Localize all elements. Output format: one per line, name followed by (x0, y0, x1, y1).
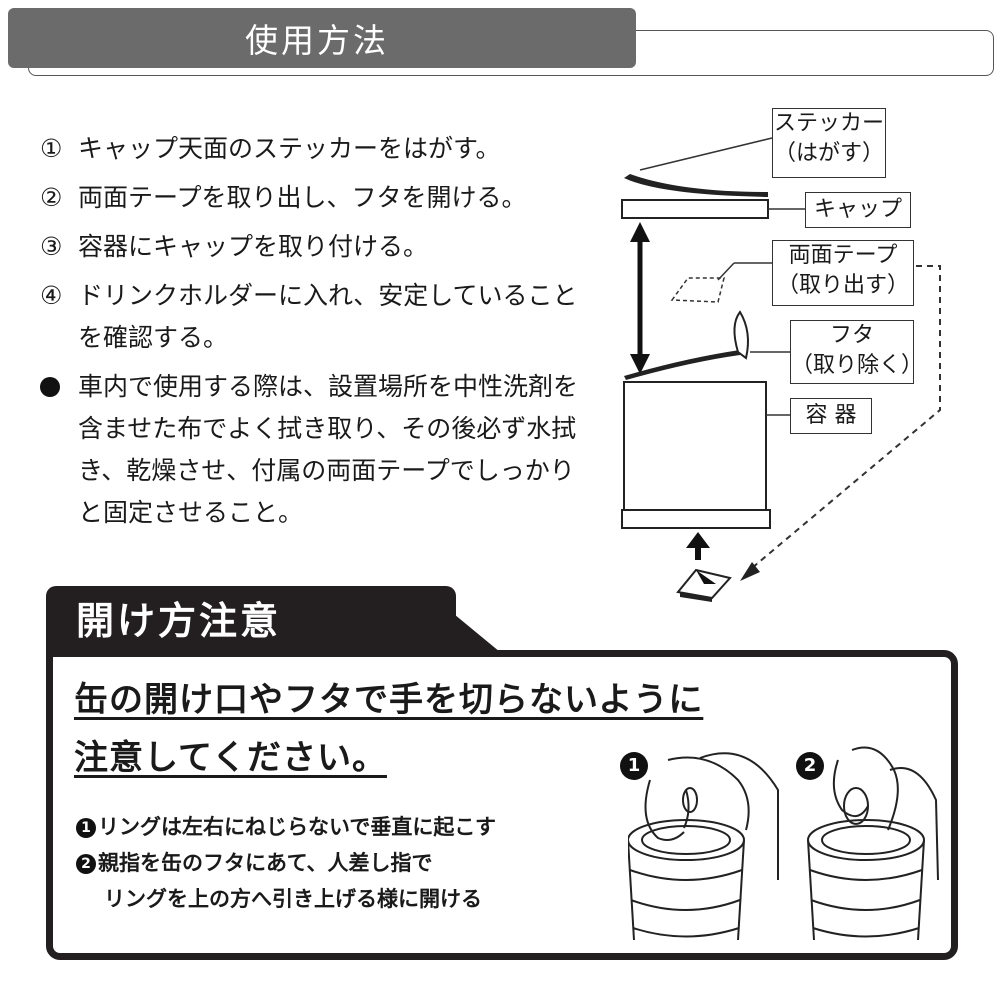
diagram-art (621, 137, 941, 602)
tape-piece-edge (680, 593, 712, 602)
step-text: キャップ天面のステッカーをはがす。 (78, 134, 501, 163)
illustration-number-2: 2 (796, 752, 824, 780)
container-base (621, 509, 771, 529)
step-text: 容器にキャップを取り付ける。 (78, 232, 429, 261)
note-number-icon: 2 (76, 854, 96, 874)
can-illustration-2 (807, 746, 939, 941)
step-text: 車内で使用する際は、設置場所を中性洗剤を含ませた布でよく拭き取り、その後必ず水拭… (78, 372, 579, 527)
lid-tab-shape (733, 310, 749, 360)
sticker-leader (639, 137, 773, 171)
step-2: ② 両面テープを取り出し、フタを開ける。 (40, 177, 580, 219)
caution-tab (46, 586, 456, 652)
tape-leader-1 (717, 262, 735, 281)
caution-tab-slope (420, 586, 500, 652)
step-number: ① (40, 134, 63, 163)
arrow-down-head (630, 354, 650, 374)
step-note: 車内で使用する際は、設置場所を中性洗剤を含ませた布でよく拭き取り、その後必ず水拭… (40, 366, 580, 534)
warning-line-2: 注意してください。 (74, 738, 387, 778)
tape-shape (670, 277, 725, 303)
can-opening-illustrations (628, 746, 939, 941)
step-text: 両面テープを取り出し、フタを開ける。 (78, 183, 527, 212)
up-arrow-head (686, 532, 710, 548)
step-number: ② (40, 183, 63, 212)
note-text: リングは左右にねじらないで垂直に起こす (98, 815, 496, 839)
usage-steps: ① キャップ天面のステッカーをはがす。 ② 両面テープを取り出し、フタを開ける。… (40, 128, 580, 541)
label-cap: キャップ (805, 192, 911, 228)
label-tape: 両面テープ （取り出す） (772, 240, 914, 306)
cap-shape (621, 199, 769, 219)
page-title: 使用方法 (8, 8, 636, 68)
dashed-route (751, 265, 941, 569)
lid-shape (624, 350, 740, 380)
sticker-shape (624, 174, 768, 197)
caution-title: 開け方注意 (76, 599, 282, 643)
tape-piece-peel (696, 570, 716, 584)
illustration-number-1: 1 (620, 752, 648, 780)
note-number-icon: 1 (76, 818, 96, 838)
label-container: 容 器 (790, 398, 872, 434)
step-text: ドリンクホルダーに入れ、安定していることを確認する。 (78, 281, 578, 352)
step-4: ④ ドリンクホルダーに入れ、安定していることを確認する。 (40, 275, 580, 359)
warning-line-1: 缶の開け口やフタで手を切らないように (74, 680, 704, 720)
step-number: ③ (40, 232, 63, 261)
assembly-diagram: ステッカー （はがす） キャップ 両面テープ （取り出す） フタ （取り除く） … (600, 100, 1000, 620)
step-number: ④ (40, 281, 63, 310)
note-text: 親指を缶のフタにあて、人差し指で (98, 851, 433, 875)
caution-box (46, 650, 958, 960)
label-lid: フタ （取り除く） (790, 320, 923, 384)
dashed-arrow-head-2 (740, 562, 760, 581)
note-2-cont: リングを上の方へ引き上げる様に開ける (104, 887, 482, 911)
label-sticker: ステッカー （はがす） (772, 108, 886, 178)
step-3: ③ 容器にキャップを取り付ける。 (40, 226, 580, 268)
step-1: ① キャップ天面のステッカーをはがす。 (40, 128, 580, 170)
bullet-icon (40, 377, 60, 397)
container-body (623, 381, 767, 515)
arrow-up-head (630, 222, 650, 242)
can-illustration-1 (628, 752, 779, 941)
